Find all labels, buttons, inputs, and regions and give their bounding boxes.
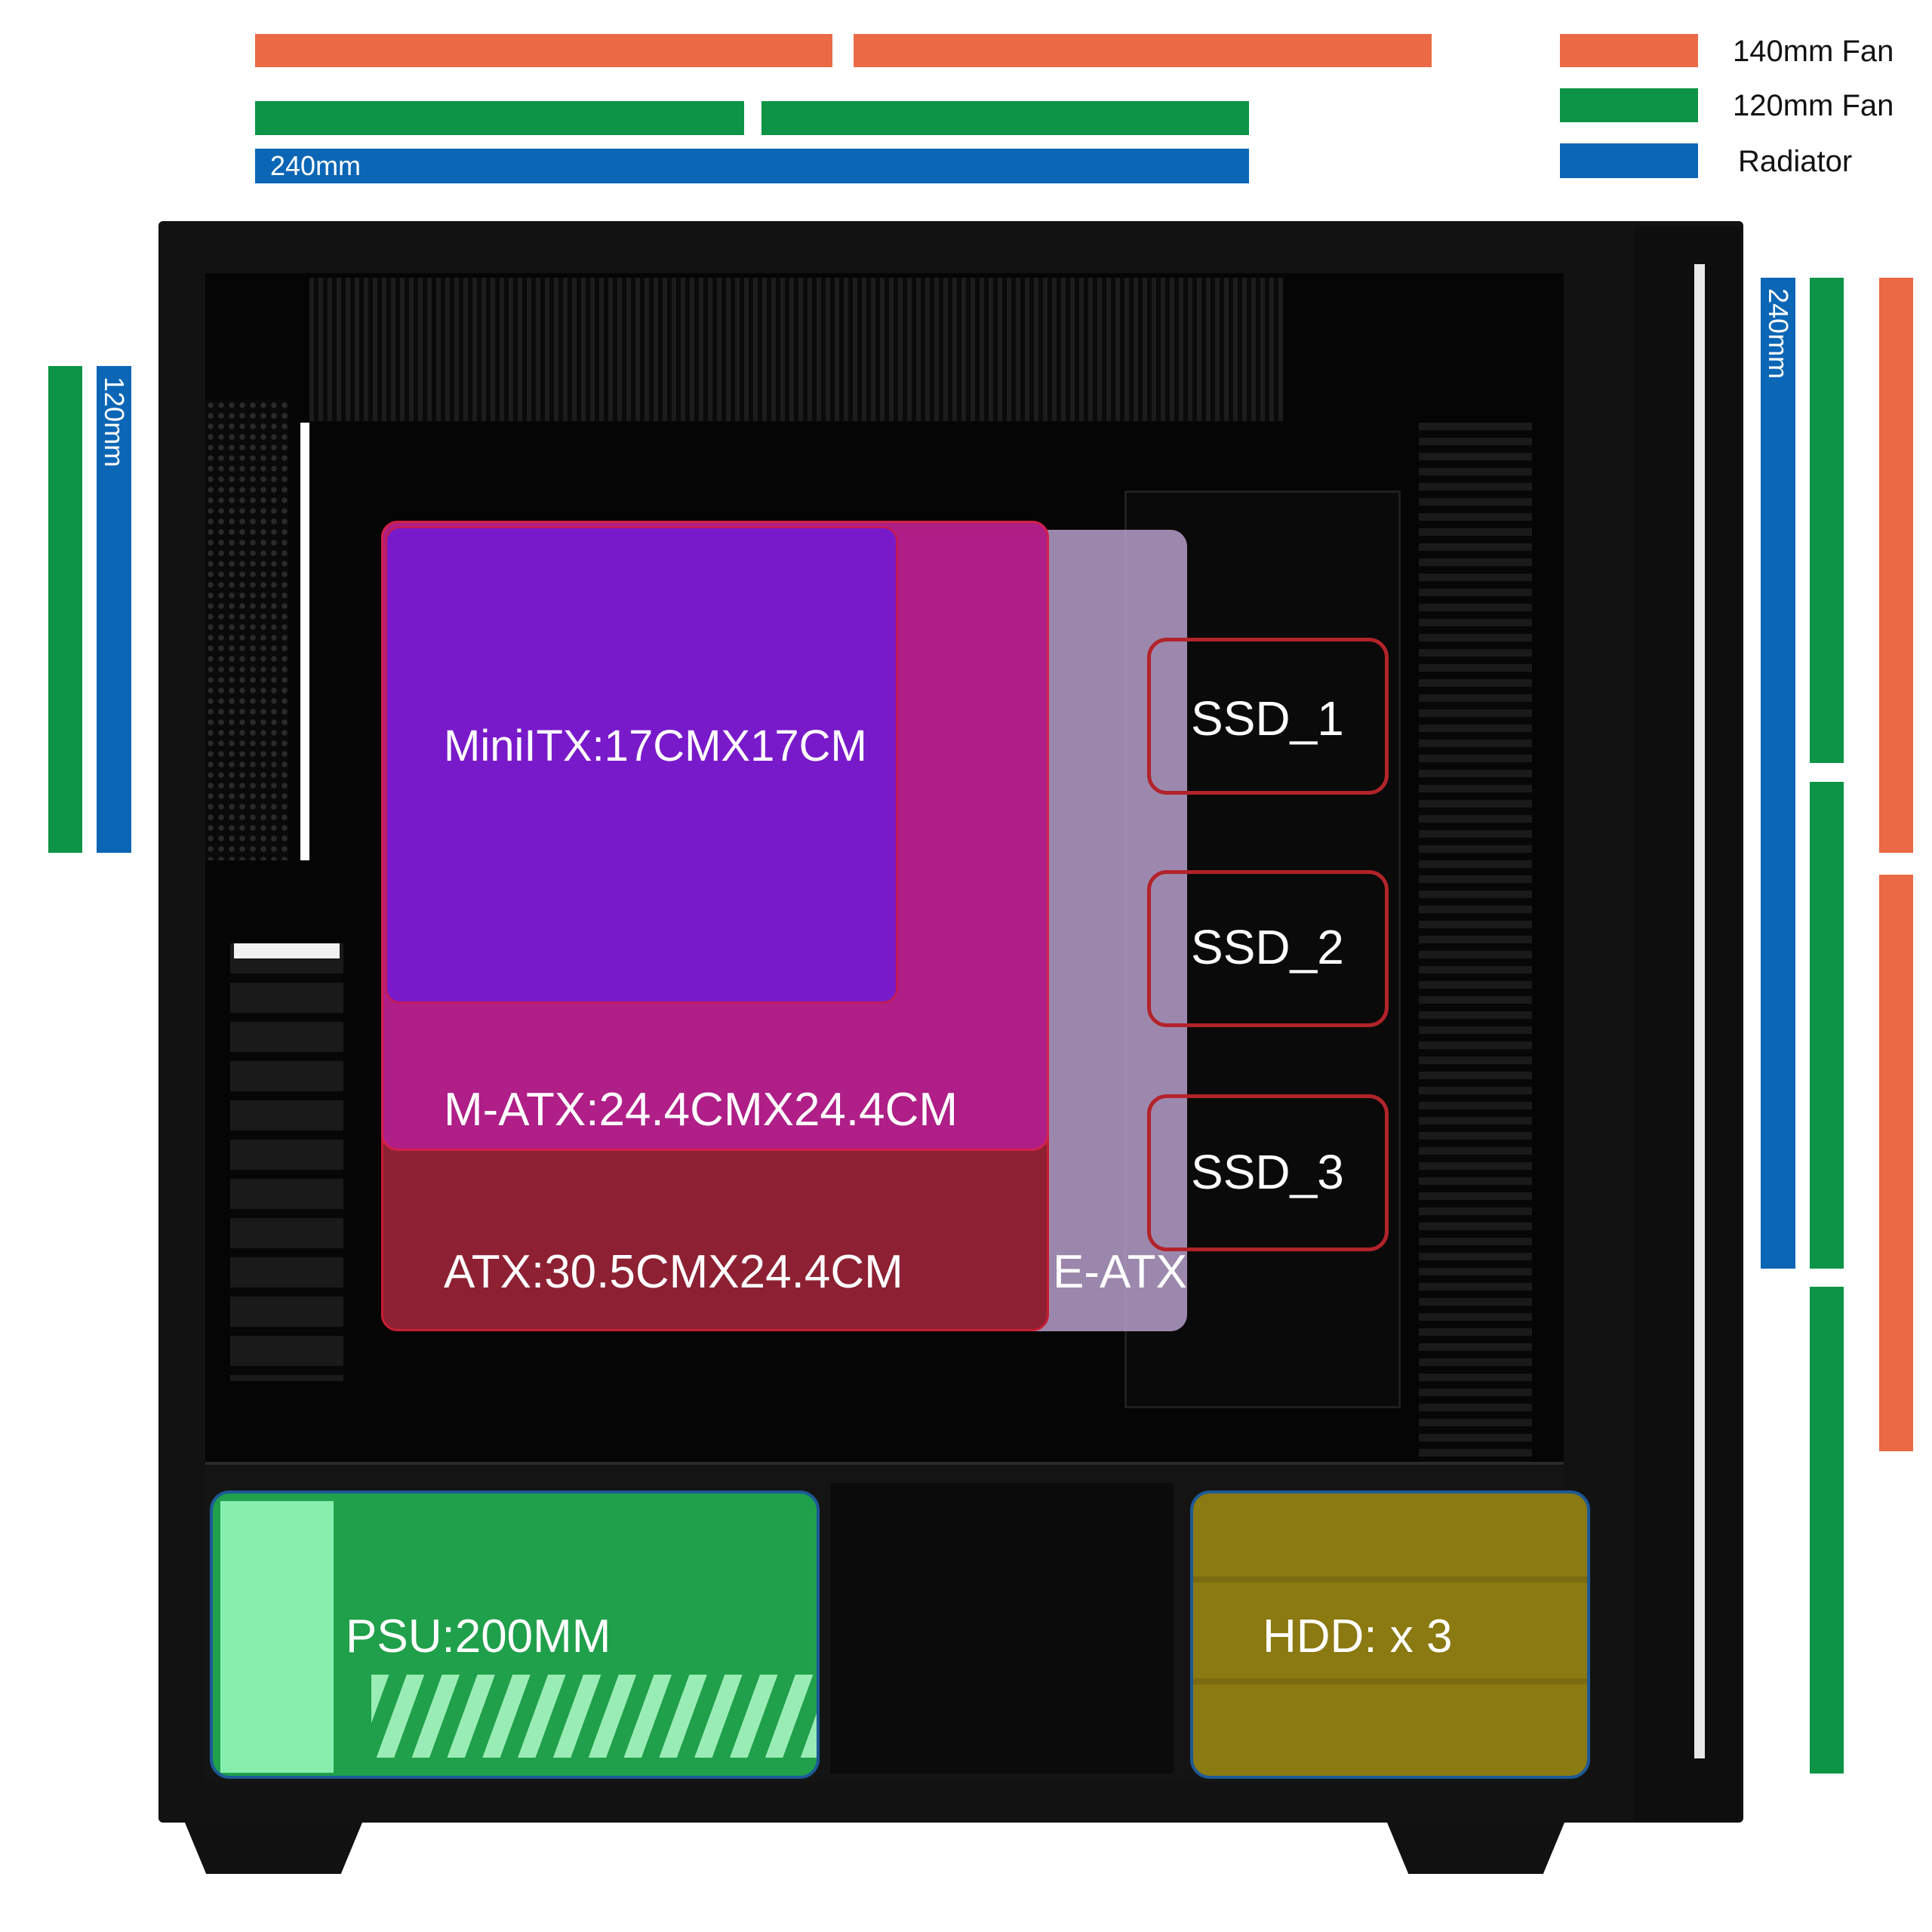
top-120mm-fan-bar-1 [255, 101, 744, 135]
rear-fan-vent [205, 400, 288, 860]
ssd-3-label: SSD_3 [1191, 1145, 1344, 1199]
hdd-zone [1190, 1491, 1590, 1779]
right-120mm-fan-bar-2 [1810, 782, 1844, 1269]
top-140mm-fan-bar-2 [854, 34, 1432, 67]
psu-glow-panel [220, 1501, 334, 1773]
case-foot-right [1387, 1823, 1564, 1874]
mini-itx-zone [385, 526, 898, 1004]
legend-label-140mm-fan: 140mm Fan [1733, 35, 1894, 68]
atx-label: ATX:30.5CMX24.4CM [444, 1246, 903, 1298]
io-cutout [234, 943, 340, 958]
ssd-bay-3 [1147, 1094, 1389, 1251]
legend-swatch-120mm-fan [1560, 88, 1698, 122]
ssd-2-label: SSD_2 [1191, 920, 1344, 974]
shroud-center-panel [830, 1483, 1174, 1774]
case-foot-left [185, 1823, 362, 1874]
top-radiator-bar: 240mm [255, 149, 1249, 183]
psu-zone [210, 1491, 820, 1779]
legend-label-radiator: Radiator [1738, 145, 1853, 178]
right-120mm-fan-bar-3 [1810, 1287, 1844, 1774]
rear-opening [300, 423, 309, 860]
top-120mm-fan-bar-2 [761, 101, 1249, 135]
top-140mm-fan-bar-1 [255, 34, 832, 67]
left-120mm-fan-bar [48, 366, 82, 853]
front-panel [1634, 226, 1740, 1823]
legend-label-120mm-fan: 120mm Fan [1733, 89, 1894, 122]
hdd-label: HDD: x 3 [1263, 1611, 1453, 1663]
left-radiator-bar: 120mm [97, 366, 131, 853]
front-panel-light-strip [1694, 264, 1705, 1758]
m-atx-label: M-ATX:24.4CMX24.4CM [444, 1084, 958, 1136]
ssd-1-label: SSD_1 [1191, 691, 1344, 746]
right-120mm-fan-bar-1 [1810, 278, 1844, 763]
right-radiator-bar: 240mm [1761, 278, 1795, 1269]
hdd-tray-divider-1 [1193, 1577, 1587, 1583]
legend-swatch-140mm-fan [1560, 34, 1698, 67]
right-140mm-fan-bar-1 [1879, 278, 1913, 853]
e-atx-label: E-ATX [1053, 1246, 1187, 1298]
mini-itx-label: MiniITX:17CMX17CM [444, 721, 867, 771]
psu-label: PSU:200MM [346, 1611, 611, 1663]
ssd-bay-1 [1147, 638, 1389, 795]
legend-swatch-radiator [1560, 143, 1698, 178]
right-140mm-fan-bar-2 [1879, 875, 1913, 1451]
front-fans-area [1419, 423, 1532, 1457]
psu-vent-slots [371, 1675, 817, 1758]
top-vent-grille [309, 278, 1283, 421]
hdd-tray-divider-2 [1193, 1678, 1587, 1684]
expansion-slots [230, 943, 343, 1381]
ssd-bay-2 [1147, 870, 1389, 1027]
